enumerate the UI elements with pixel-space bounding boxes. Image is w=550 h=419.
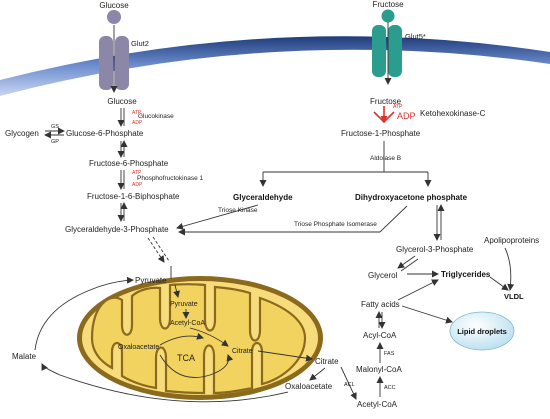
citrate-outside-label: Citrate: [315, 357, 339, 366]
glut5-transporter: [372, 9, 402, 85]
pyruvate-outside-label: Pyruvate: [135, 276, 167, 285]
glucokinase-atp: ATP: [132, 110, 142, 116]
apolipoproteins-label: Apolipoproteins: [484, 236, 539, 245]
glycerol-label: Glycerol: [368, 271, 398, 280]
gs-label: GS: [51, 124, 59, 130]
f6p-label: Fructose-6-Phosphate: [89, 159, 169, 168]
triglycerides-label: Triglycerides: [441, 270, 491, 279]
aldolase-b-label: Aldolase B: [370, 155, 401, 162]
g3p-label: Glyceraldehyde-3-Phosphate: [65, 225, 169, 234]
pfk1-adp: ADP: [132, 182, 143, 188]
acl-label: ACL: [344, 382, 355, 388]
glut2-transporter: [99, 10, 129, 93]
glycerol3p-label: Glycerol-3-Phosphate: [396, 245, 474, 254]
glucokinase-label: Glucokinase: [138, 113, 174, 120]
glut2-label: Glut2: [131, 39, 149, 48]
glut5-label: Glut5*: [405, 32, 426, 41]
acetyl-coa-label: Acetyl-CoA: [357, 400, 398, 409]
fatty-acids-label: Fatty acids: [361, 300, 400, 309]
glucokinase-adp: ADP: [132, 120, 143, 126]
acyl-coa-label: Acyl-CoA: [363, 331, 397, 340]
fructose-molecule-icon: [381, 9, 395, 23]
khk-label: Ketohexokinase-C: [420, 109, 486, 118]
pfk1-label: Phosphofructokinase 1: [137, 175, 204, 182]
oxaloacetate-inside-label: Oxaloacetate: [118, 344, 159, 351]
f1p-label: Fructose-1-Phosphate: [341, 129, 421, 138]
glucose-label-outside: Glucose: [99, 1, 129, 10]
khk-adp: ADP: [397, 111, 416, 121]
g6p-label: Glucose-6-Phosphate: [66, 129, 144, 138]
pyruvate-inside-label: Pyruvate: [170, 301, 198, 308]
triose-kinase-label: Triose Kinase: [218, 207, 258, 214]
glyceraldehyde-label: Glyceraldehyde: [233, 193, 293, 202]
gp-label: GP: [51, 139, 59, 145]
malonyl-coa-label: Malonyl-CoA: [356, 365, 402, 374]
citrate-inside-label: Citrate: [232, 348, 253, 355]
lipid-droplets-label: Lipid droplets: [457, 327, 507, 336]
f16bp-label: Fructose-1-6-Biphosphate: [87, 192, 180, 201]
pfk1-atp: ATP: [132, 170, 142, 176]
acetyl-coa-inside-label: Acetyl-CoA: [170, 320, 205, 327]
glucose-molecule-icon: [107, 10, 121, 24]
fas-label: FAS: [384, 351, 395, 357]
acc-label: ACC: [384, 385, 396, 391]
tca-label: TCA: [177, 353, 195, 363]
cell-membrane: [0, 36, 550, 96]
khk-atp: ATP: [393, 104, 403, 110]
dhap-label: Dihydroxyacetone phosphate: [355, 193, 468, 202]
tpi-label: Triose Phosphate Isomerase: [294, 221, 377, 228]
fructose-label: Fructose: [370, 97, 402, 106]
fructose-label-outside: Fructose: [372, 0, 404, 9]
malate-label: Malate: [12, 352, 37, 361]
glucose-label: Glucose: [107, 97, 137, 106]
oxaloacetate-outside-label: Oxaloacetate: [285, 382, 333, 391]
vldl-label: VLDL: [504, 292, 524, 301]
glycogen-label: Glycogen: [5, 129, 39, 138]
lipid-droplet: [449, 311, 515, 351]
